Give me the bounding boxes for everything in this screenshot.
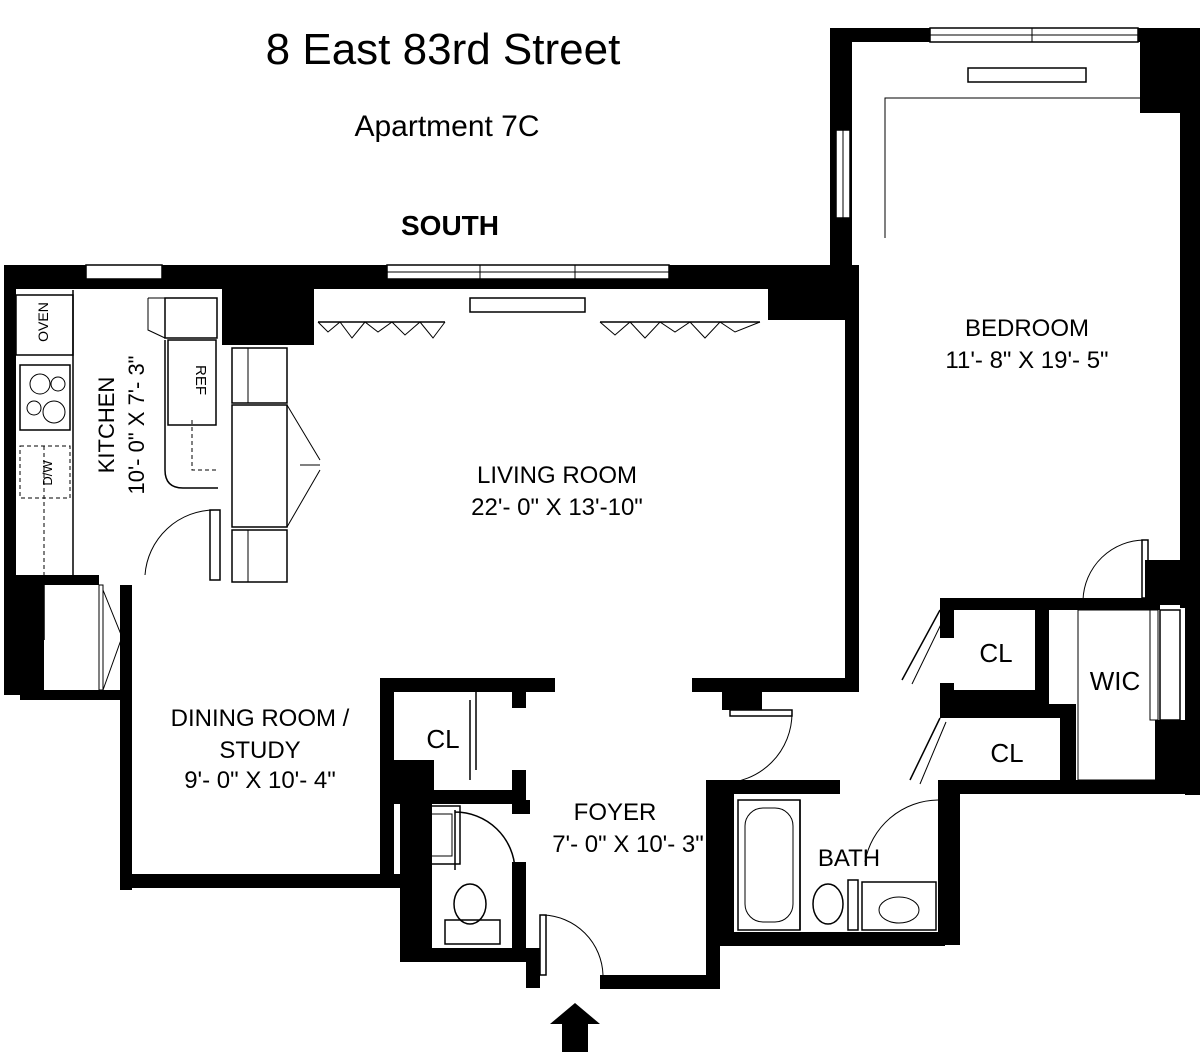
- accordion-window-right: [599, 321, 761, 339]
- orientation-label: SOUTH: [401, 210, 499, 241]
- kitchen-dimensions: 10'- 0" X 7'- 3": [124, 356, 149, 495]
- entry-arrow: [550, 1003, 600, 1052]
- dining-room-name: DINING ROOM /: [171, 705, 350, 732]
- dishwasher-label: D/W: [40, 460, 55, 486]
- entry-door: [539, 914, 604, 976]
- windows: [85, 27, 1181, 721]
- living-room-name: LIVING ROOM: [477, 462, 637, 489]
- wic-door: [1077, 539, 1159, 781]
- kitchen-name: KITCHEN: [94, 377, 119, 474]
- foyer-name: FOYER: [574, 799, 657, 826]
- radiators: [469, 67, 1140, 313]
- foyer-closet-label: CL: [426, 724, 459, 754]
- refrigerator-label: REF: [192, 365, 209, 395]
- bedroom-closet-doors: [901, 609, 947, 785]
- dining-closet: [43, 584, 123, 691]
- bedroom-closet-label-2: CL: [990, 738, 1023, 768]
- walls: [4, 28, 1200, 989]
- foyer-closet-door: [469, 690, 477, 780]
- powder-room: [409, 805, 516, 945]
- bathtub: [737, 799, 801, 931]
- apartment-number: Apartment 7C: [354, 110, 539, 143]
- built-in-cabinet: [231, 347, 321, 583]
- accordion-window-left: [317, 321, 446, 339]
- kitchen-counter: [15, 290, 74, 575]
- bedroom-name: BEDROOM: [965, 315, 1089, 342]
- bedroom-dimensions: 11'- 8" X 19'- 5": [945, 347, 1108, 374]
- oven-label: OVEN: [35, 302, 51, 342]
- kitchen-door: [144, 509, 221, 581]
- living-room-dimensions: 22'- 0" X 13'-10": [471, 494, 643, 521]
- refrigerator: [147, 297, 218, 489]
- bath-name: BATH: [818, 845, 880, 872]
- dining-room-dimensions: 9'- 0" X 10'- 4": [184, 767, 336, 794]
- living-door: [721, 709, 793, 784]
- bath-fixtures: [799, 799, 939, 931]
- bedroom-closet-label-1: CL: [979, 638, 1012, 668]
- walk-in-closet-label: WIC: [1090, 666, 1141, 696]
- building-address: 8 East 83rd Street: [266, 25, 621, 74]
- dining-room-name-line2: STUDY: [219, 737, 300, 764]
- foyer-dimensions: 7'- 0" X 10'- 3": [552, 831, 704, 858]
